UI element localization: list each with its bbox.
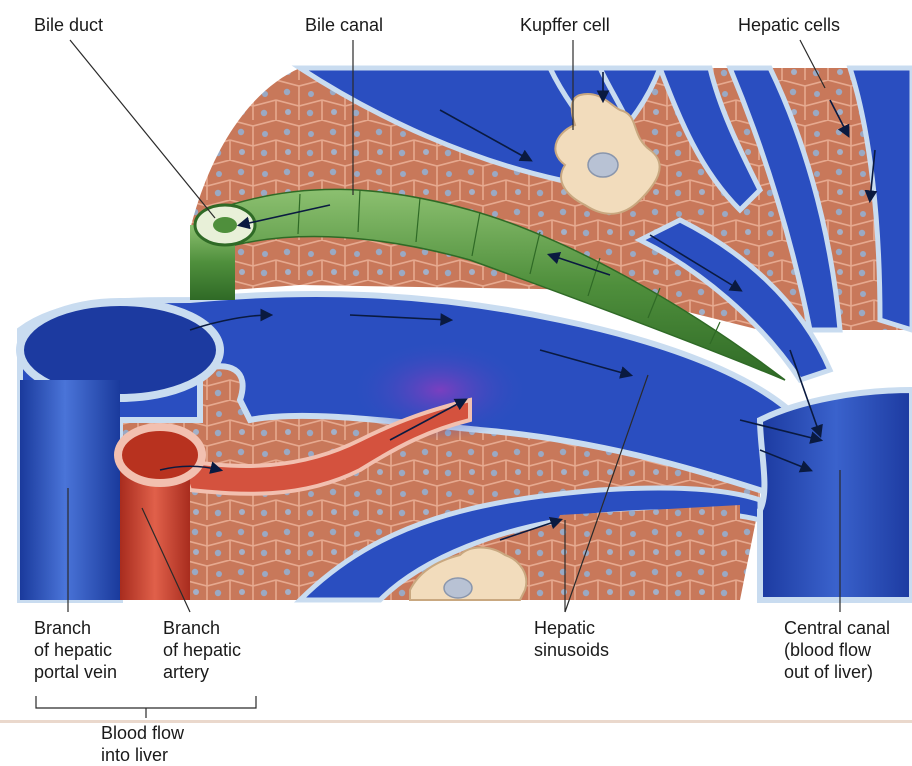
label-blood-flow-into-liver: Blood flow into liver (101, 722, 184, 766)
label-bile-canal: Bile canal (305, 14, 383, 36)
portal-vein-trunk (20, 380, 120, 600)
label-hepatic-sinusoids: Hepatic sinusoids (534, 617, 609, 661)
label-kupffer-cell: Kupffer cell (520, 14, 610, 36)
label-hepatic-cells: Hepatic cells (738, 14, 840, 36)
label-hepatic-artery: Branch of hepatic artery (163, 617, 241, 683)
label-central-canal: Central canal (blood flow out of liver) (784, 617, 890, 683)
hepatic-artery-opening (118, 427, 202, 483)
label-bile-duct: Bile duct (34, 14, 103, 36)
label-portal-vein: Branch of hepatic portal vein (34, 617, 117, 683)
central-canal (760, 390, 912, 600)
